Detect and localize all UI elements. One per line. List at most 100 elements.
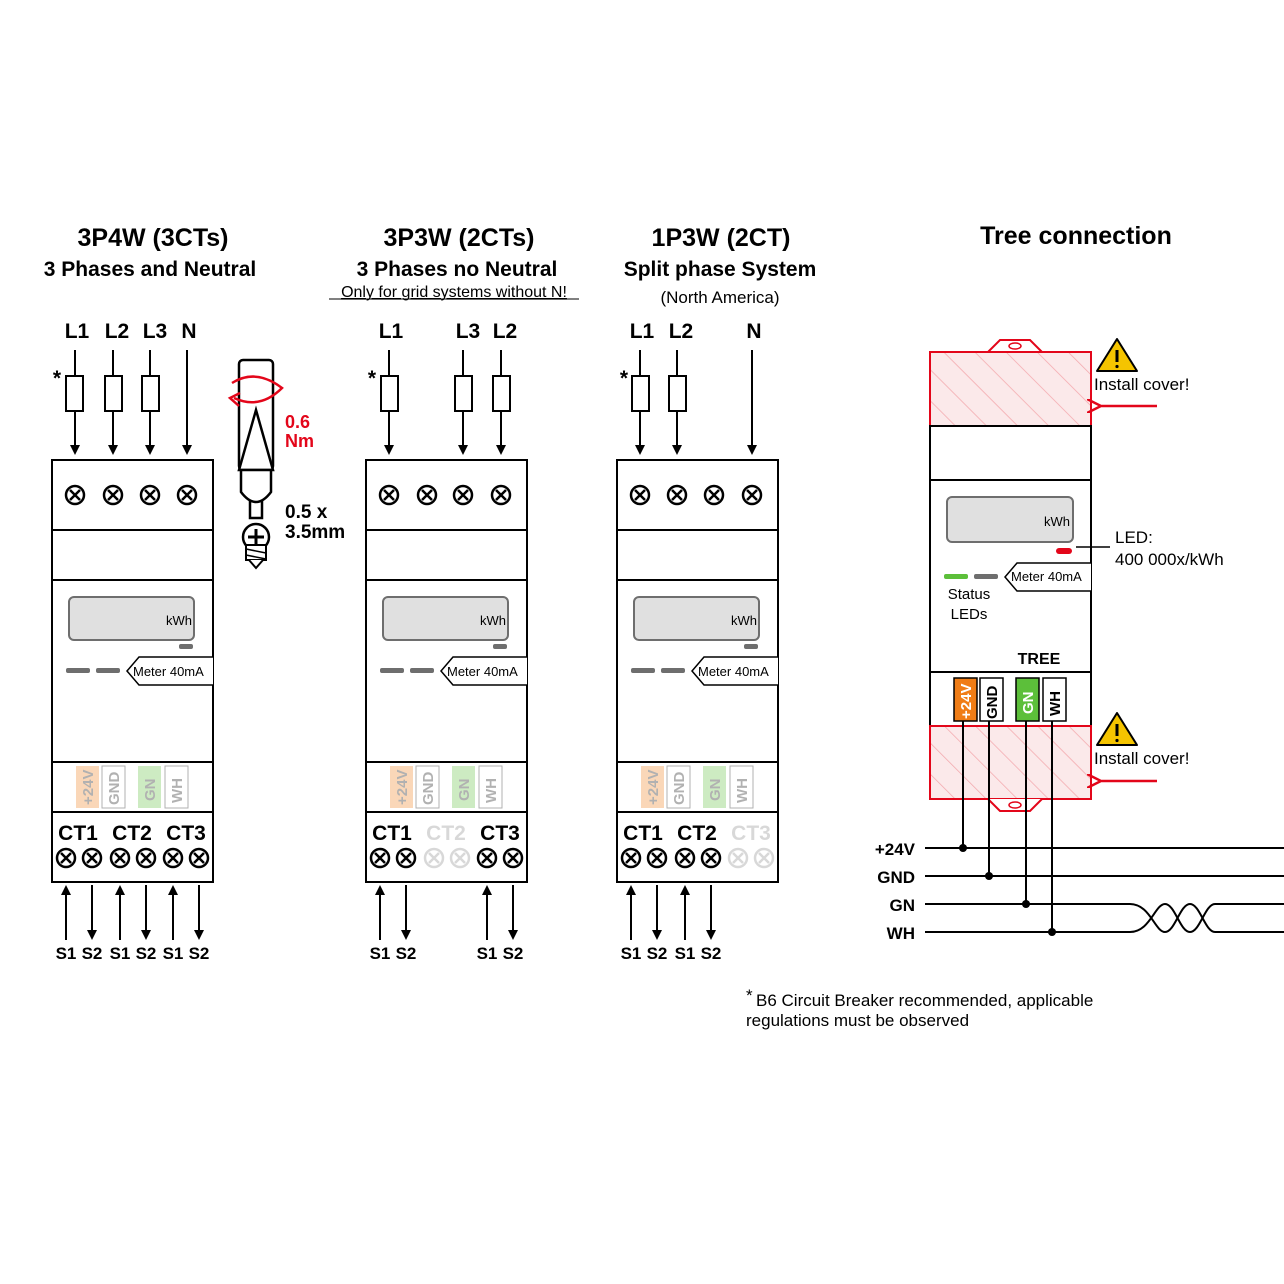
screw-terminal-icon bbox=[102, 484, 124, 506]
ct-terminals bbox=[620, 847, 775, 869]
status-label-2: LEDs bbox=[951, 606, 988, 623]
meter-tag bbox=[1004, 562, 1091, 592]
line-label-l2: L2 bbox=[493, 320, 518, 343]
bus-wire-wh bbox=[925, 902, 1216, 934]
sensor-label: S1 bbox=[110, 944, 131, 963]
screw-terminal-icon bbox=[629, 484, 651, 506]
screw-terminal-icon bbox=[753, 847, 775, 869]
sensor-label: S1 bbox=[163, 944, 184, 963]
ct-terminals bbox=[369, 847, 524, 869]
screw-terminal-icon bbox=[55, 847, 77, 869]
warning-icon bbox=[1096, 338, 1138, 372]
status-led bbox=[661, 668, 685, 673]
ct-label: CT2 bbox=[677, 822, 717, 845]
terminal-gnd bbox=[979, 677, 1004, 722]
screw-terminal-icon bbox=[81, 847, 103, 869]
asterisk-mark: * bbox=[620, 367, 629, 390]
display-unit: kWh bbox=[1044, 514, 1070, 529]
bus-label: GND bbox=[671, 772, 688, 806]
ct-label: CT3 bbox=[166, 822, 206, 845]
display-unit: kWh bbox=[480, 613, 506, 628]
cover-top bbox=[929, 351, 1092, 427]
lcd-display bbox=[946, 496, 1074, 543]
wire-label: +24V bbox=[875, 840, 916, 859]
panel-subtitle: Split phase System bbox=[624, 258, 817, 281]
line-label-l2: L2 bbox=[105, 320, 130, 343]
ct-terminals bbox=[55, 847, 210, 869]
wire-label: GN bbox=[890, 896, 916, 915]
terminal-24v bbox=[953, 677, 978, 722]
led-indicator bbox=[493, 644, 507, 649]
line-label-l1: L1 bbox=[65, 320, 90, 343]
sensor-label: S1 bbox=[477, 944, 498, 963]
ct-label: CT2 bbox=[112, 822, 152, 845]
bus-terminals-faded: +24V GND GN WH bbox=[641, 765, 754, 809]
screw-terminal-icon bbox=[369, 847, 391, 869]
warning-icon bbox=[1096, 712, 1138, 746]
fuse-l2 bbox=[104, 375, 123, 412]
ct-label: CT3 bbox=[480, 822, 520, 845]
status-led bbox=[410, 668, 434, 673]
sensor-label: S1 bbox=[621, 944, 642, 963]
lcd-display bbox=[382, 596, 509, 641]
status-led bbox=[96, 668, 120, 673]
bus-label: WH bbox=[483, 778, 500, 803]
cover-bottom bbox=[929, 725, 1092, 800]
panel-note: Only for grid systems without N! bbox=[341, 284, 567, 301]
screw-terminal-icon bbox=[423, 847, 445, 869]
cover-tab bbox=[987, 339, 1043, 353]
screw-terminal-icon bbox=[416, 484, 438, 506]
screw-terminal-icon bbox=[502, 847, 524, 869]
lcd-display bbox=[633, 596, 760, 641]
bus-label: WH bbox=[734, 778, 751, 803]
fuse bbox=[380, 375, 399, 412]
status-label-1: Status bbox=[948, 586, 991, 603]
panel-3p3w: 3P3W (2CTs) 3 Phases no Neutral Only for… bbox=[329, 224, 579, 963]
panel-subtitle: 3 Phases and Neutral bbox=[44, 258, 256, 281]
footnote-mark: * bbox=[746, 986, 753, 1005]
screw-size-line2: 3.5mm bbox=[285, 522, 345, 543]
bus-label: GND bbox=[106, 772, 123, 806]
torque-value: 0.6 bbox=[285, 412, 310, 432]
asterisk-mark: * bbox=[368, 367, 377, 390]
bus-terminals-faded: +24V GND GN WH bbox=[390, 765, 503, 809]
screw-terminal-icon bbox=[700, 847, 722, 869]
tree-bus-title: TREE bbox=[1018, 651, 1061, 668]
footnote: * B6 Circuit Breaker recommended, applic… bbox=[746, 986, 1093, 1030]
line-label-n: N bbox=[181, 320, 196, 343]
screw-terminal-icon bbox=[176, 484, 198, 506]
sensor-label: S2 bbox=[647, 944, 668, 963]
fuse bbox=[668, 375, 687, 412]
led-label-2: 400 000x/kWh bbox=[1115, 550, 1224, 569]
status-led bbox=[631, 668, 655, 673]
fuse-l1 bbox=[65, 375, 84, 412]
top-terminals bbox=[378, 484, 512, 506]
status-led-green bbox=[944, 574, 968, 579]
panel-title: 3P4W (3CTs) bbox=[78, 224, 229, 252]
bus-label: WH bbox=[1047, 691, 1064, 716]
line-label-l3: L3 bbox=[143, 320, 168, 343]
screw-terminal-icon bbox=[449, 847, 471, 869]
sensor-label: S1 bbox=[675, 944, 696, 963]
screw-terminal-icon bbox=[64, 484, 86, 506]
bus-label: +24V bbox=[394, 770, 411, 805]
line-label-l1: L1 bbox=[630, 320, 655, 343]
screw-terminal-icon bbox=[395, 847, 417, 869]
wire-label: WH bbox=[887, 924, 915, 943]
sensor-label: S1 bbox=[56, 944, 77, 963]
panel-3p4w: 3P4W (3CTs) 3 Phases and Neutral L1 L2 L… bbox=[44, 224, 256, 963]
screw-terminal-icon bbox=[139, 484, 161, 506]
meter-label: Meter 40mA bbox=[133, 664, 204, 679]
bus-terminals-faded: +24V GND GN WH bbox=[76, 765, 189, 809]
footnote-line2: regulations must be observed bbox=[746, 1011, 969, 1030]
screw-terminal-icon bbox=[666, 484, 688, 506]
status-led-gray bbox=[974, 574, 998, 579]
sensor-label: S2 bbox=[136, 944, 157, 963]
panel-1p3w: 1P3W (2CT) Split phase System (North Ame… bbox=[616, 224, 817, 963]
display-unit: kWh bbox=[166, 613, 192, 628]
status-led bbox=[66, 668, 90, 673]
line-label-l3: L3 bbox=[456, 320, 481, 343]
bus-label: GN bbox=[707, 779, 724, 802]
